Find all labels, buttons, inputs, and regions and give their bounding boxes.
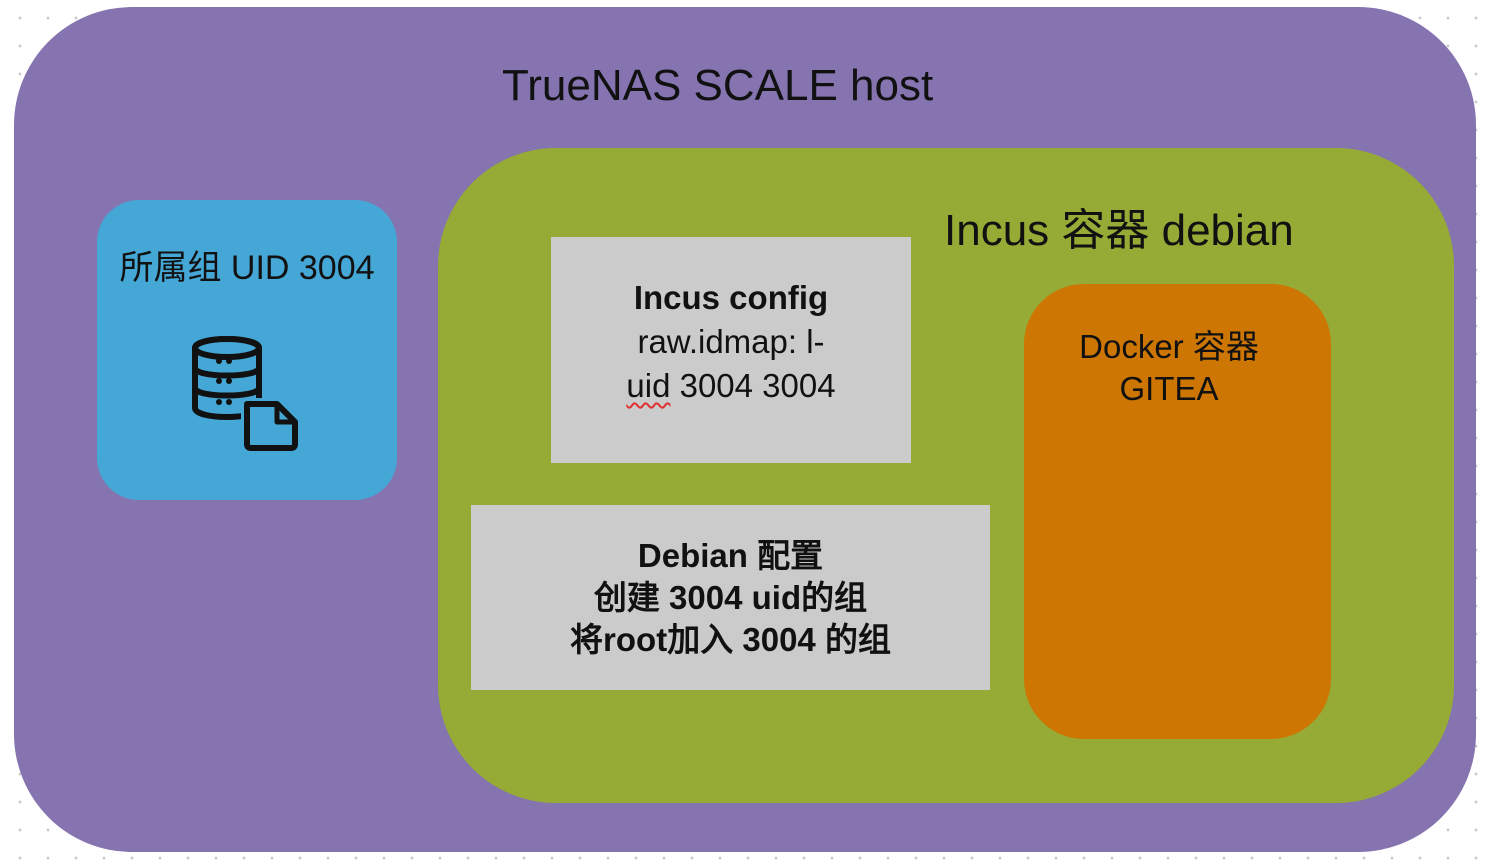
docker-label-line1: Docker 容器 [1079,328,1259,365]
spellcheck-word: uid [626,367,671,404]
group-uid-label: 所属组 UID 3004 [119,249,375,287]
incus-config-box: Incus config raw.idmap: l- uid 3004 3004 [551,237,911,463]
incus-container-box: Incus 容器 debian Incus config raw.idmap: … [438,148,1454,803]
debian-config-line2: 创建 3004 uid的组 [593,578,868,616]
debian-config-line1: Debian 配置 [637,536,824,574]
incus-config-title: Incus config [633,279,829,316]
debian-config-line3: 将root加入 3004 的组 [570,620,891,658]
docker-label-line2: GITEA [1119,370,1219,407]
debian-config-box: Debian 配置 创建 3004 uid的组 将root加入 3004 的组 [471,505,990,690]
docker-label: Docker 容器 GITEA [1024,326,1314,410]
truenas-host-box: TrueNAS SCALE host 所属组 UID 3004 [14,7,1476,852]
incus-config-line3-rest: 3004 3004 [670,367,836,404]
database-file-icon [192,336,301,452]
incus-title: Incus 容器 debian [944,206,1294,255]
group-uid-box: 所属组 UID 3004 [97,200,397,500]
docker-container-box: Docker 容器 GITEA [1024,284,1331,739]
incus-config-line2: raw.idmap: l- [637,323,825,360]
host-title: TrueNAS SCALE host [502,61,934,110]
incus-config-line3: uid 3004 3004 [626,364,835,408]
